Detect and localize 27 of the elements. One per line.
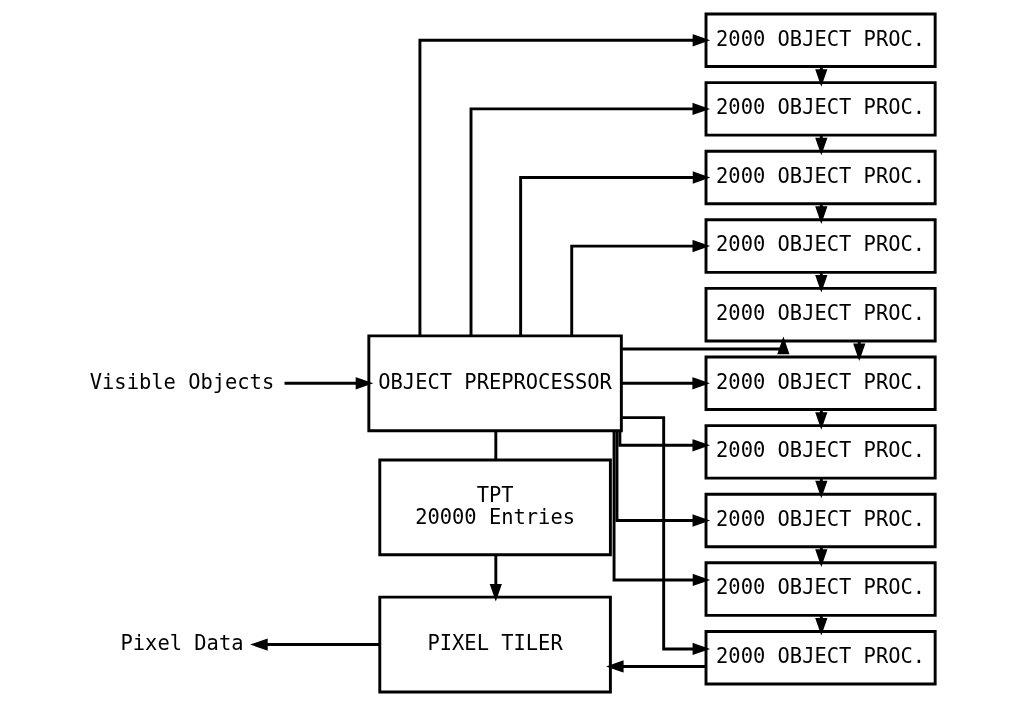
node-box: 2000 OBJECT PROC. — [704, 12, 937, 68]
node-box: PIXEL TILER — [378, 595, 612, 694]
node-box: 2000 OBJECT PROC. — [704, 424, 937, 480]
node-box: 2000 OBJECT PROC. — [704, 561, 937, 617]
arrow — [615, 430, 711, 527]
arrow — [606, 660, 706, 673]
node-box: 2000 OBJECT PROC. — [704, 81, 937, 137]
arrow — [418, 34, 711, 336]
arrow — [570, 239, 711, 336]
arrow — [489, 554, 502, 602]
arrow — [469, 102, 711, 336]
node-text: Visible Objects — [89, 369, 275, 394]
arrow — [621, 416, 711, 656]
arrow — [250, 638, 380, 651]
node-box: OBJECT PREPROCESSOR — [367, 334, 623, 433]
node-box: TPT 20000 Entries — [378, 458, 612, 557]
arrow — [284, 377, 374, 390]
arrow — [618, 430, 710, 452]
node-box: 2000 OBJECT PROC. — [704, 355, 937, 411]
node-box: 2000 OBJECT PROC. — [704, 218, 937, 274]
connector — [494, 430, 498, 460]
arrow — [519, 171, 711, 336]
arrow — [612, 430, 711, 587]
arrow — [621, 377, 710, 390]
node-box: 2000 OBJECT PROC. — [704, 629, 937, 686]
node-text: Pixel Data — [120, 630, 244, 655]
arrow — [621, 336, 790, 355]
